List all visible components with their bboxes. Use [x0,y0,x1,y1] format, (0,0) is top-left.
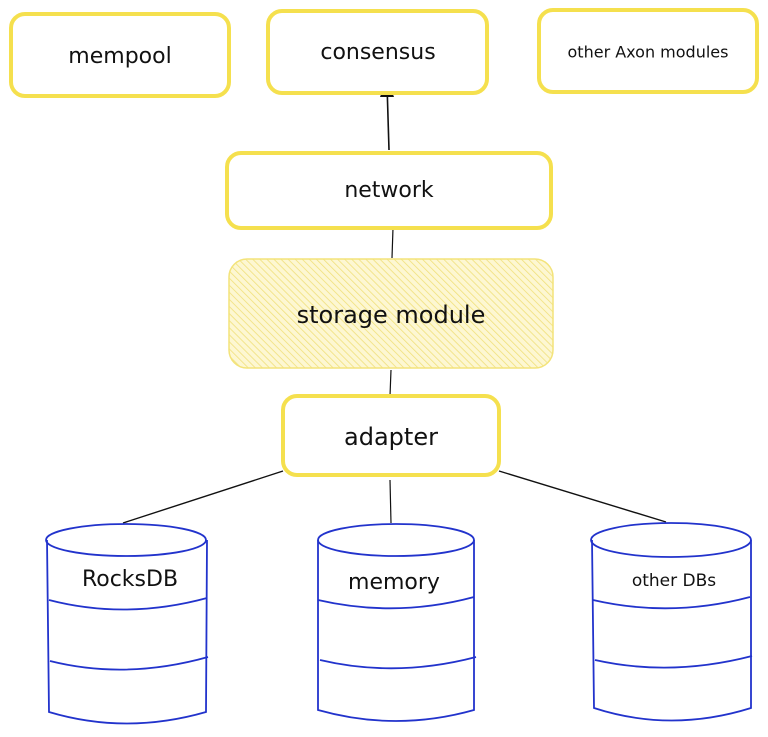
box-storage-module-label: storage module [297,301,486,329]
box-adapter-label: adapter [344,423,438,451]
db-rocksdb-band-2 [49,656,209,671]
edge-adapter-otherdbs [498,470,667,523]
db-memory-body [317,540,475,722]
edge-adapter-rocksdb [122,470,284,524]
box-adapter[interactable]: adapter [281,394,501,477]
box-other-modules[interactable]: other Axon modules [537,8,759,94]
db-memory-band-2 [319,656,477,670]
db-memory-top [317,523,475,557]
box-consensus[interactable]: consensus [266,9,489,95]
db-memory[interactable]: memory [317,523,477,722]
db-other-dbs-band-2 [594,655,753,669]
db-memory-band-1 [317,596,475,610]
box-network-label: network [344,178,434,203]
edge-adapter-memory [389,479,392,524]
box-network[interactable]: network [225,151,553,230]
db-other-dbs-label: other DBs [632,571,716,591]
box-consensus-label: consensus [320,40,435,65]
db-rocksdb-top [45,523,207,557]
db-memory-label: memory [348,570,440,595]
box-storage-module[interactable]: storage module [228,258,554,369]
db-rocksdb[interactable]: RocksDB [45,523,209,725]
db-rocksdb-band-1 [48,597,208,611]
box-mempool[interactable]: mempool [9,12,231,98]
db-rocksdb-body [46,539,208,725]
edge-storage-network [391,227,394,259]
db-other-dbs[interactable]: other DBs [590,522,753,722]
db-other-dbs-top [590,522,752,558]
edge-adapter-storage [389,369,392,397]
db-other-dbs-body [591,539,752,722]
db-other-dbs-band-1 [592,596,751,610]
box-mempool-label: mempool [68,44,171,69]
db-rocksdb-label: RocksDB [82,567,178,592]
box-other-modules-label: other Axon modules [568,43,729,62]
